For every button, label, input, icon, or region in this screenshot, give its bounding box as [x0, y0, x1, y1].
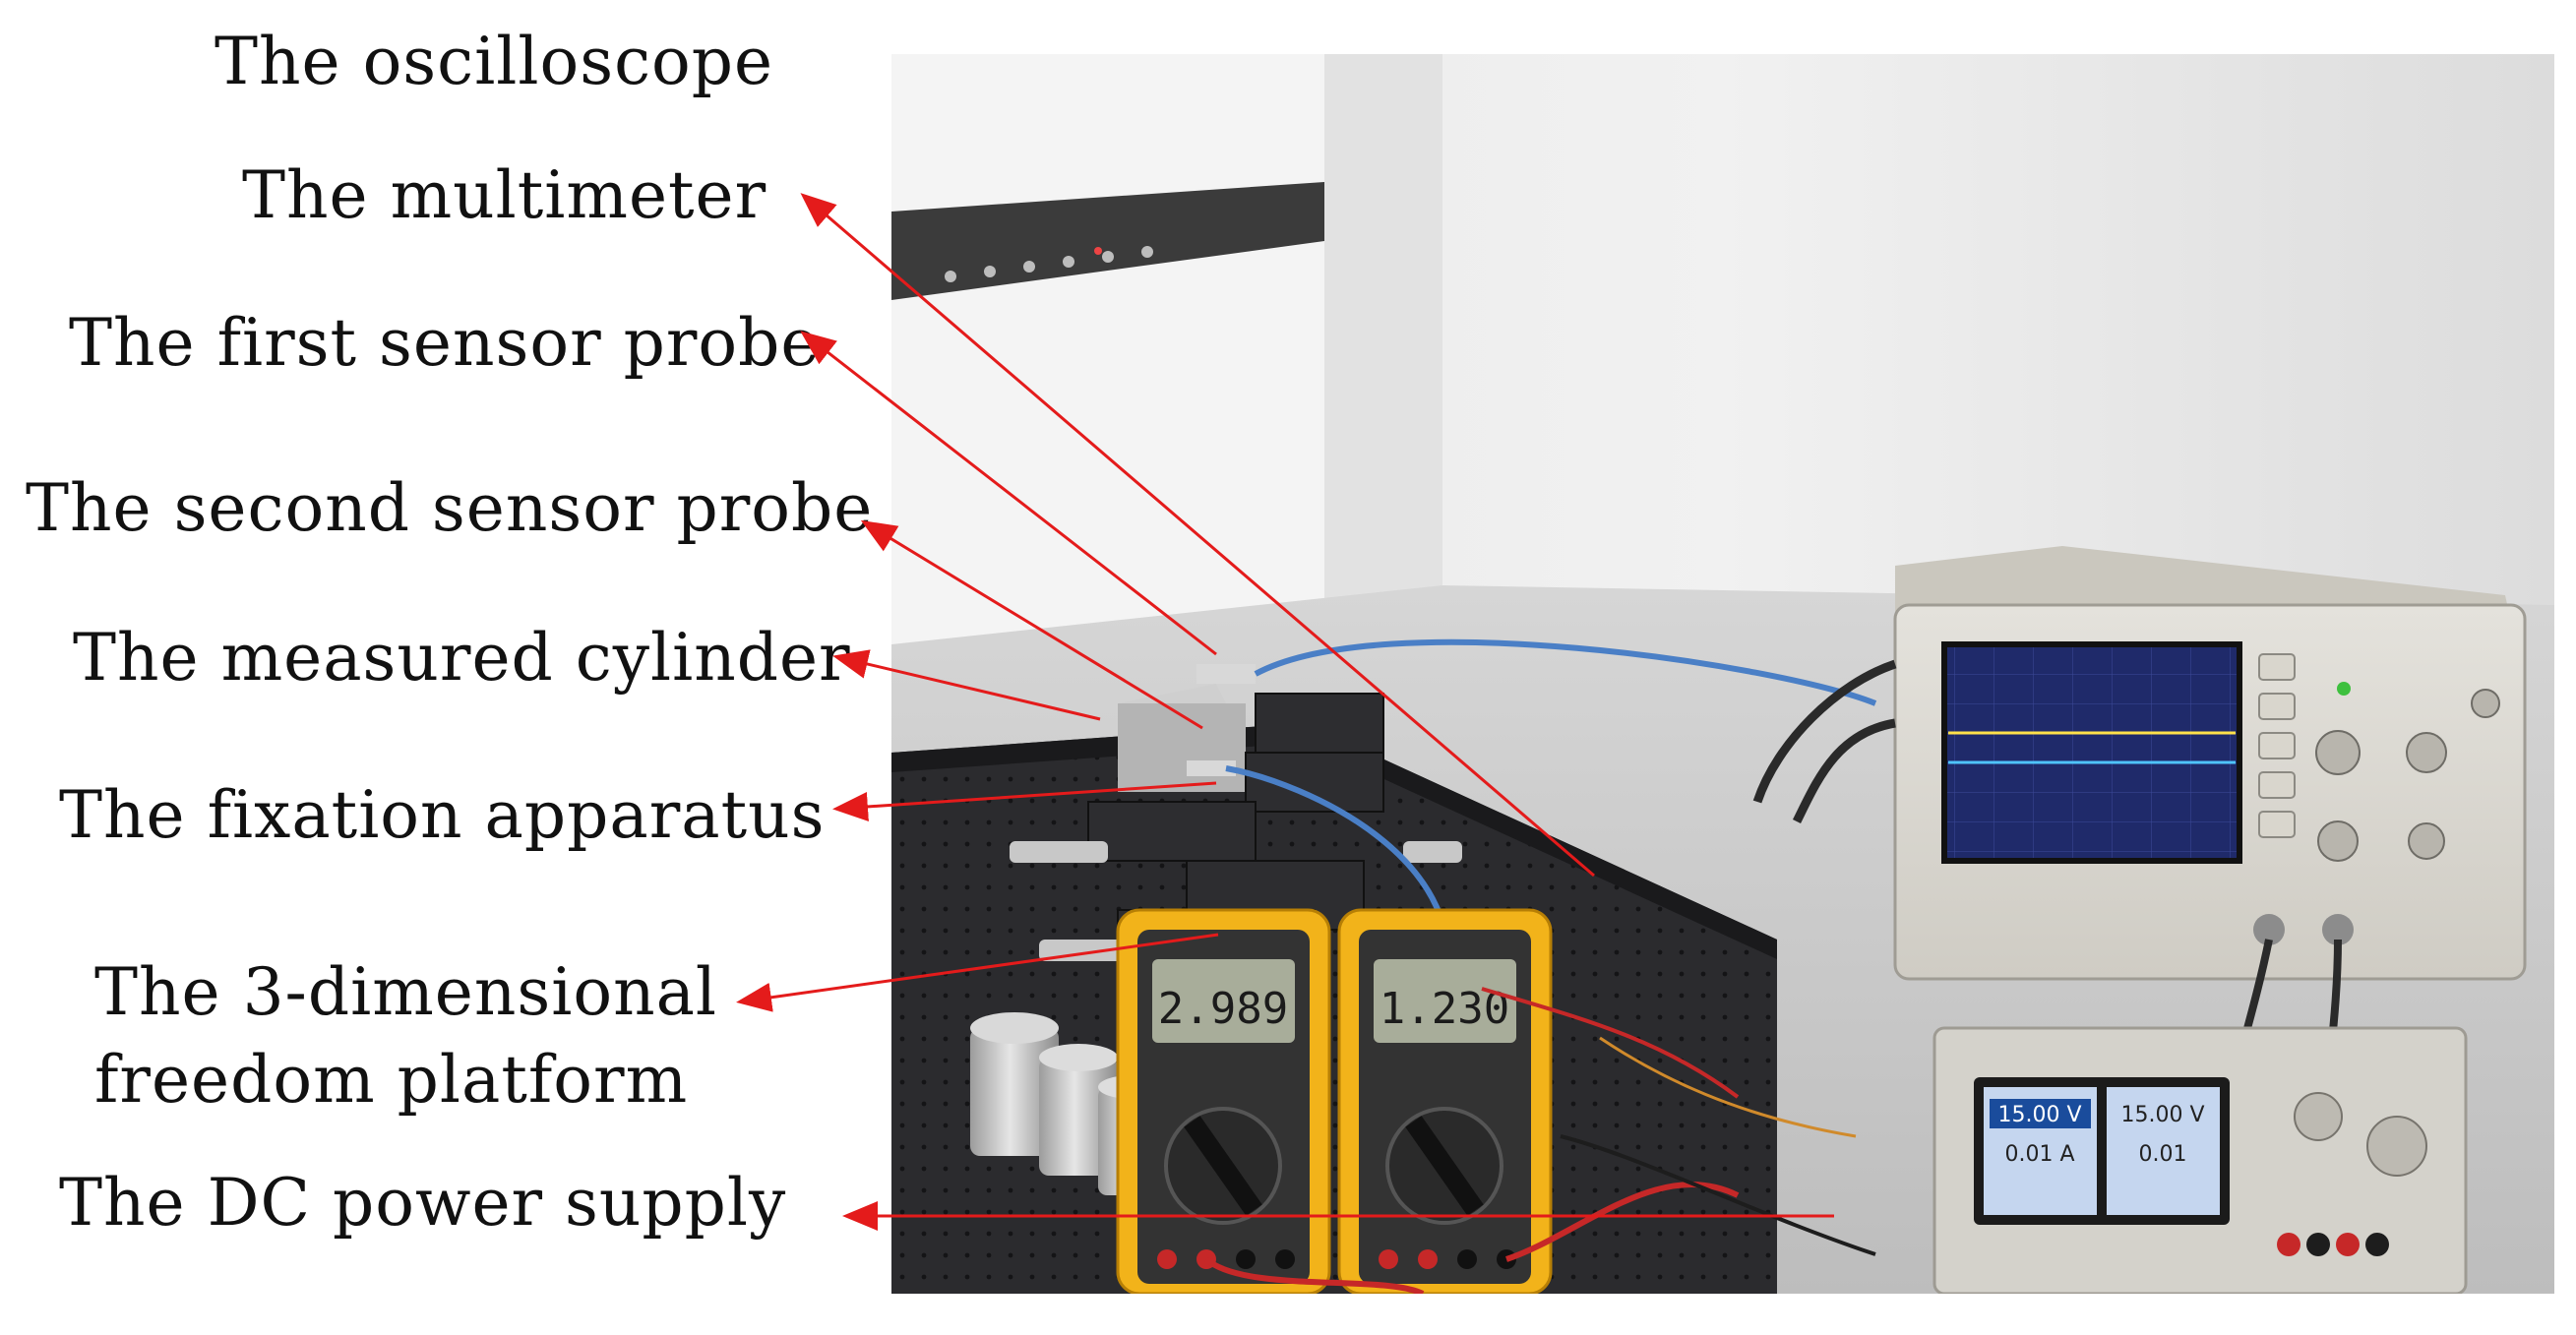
- multimeter-left: 2.989: [1116, 908, 1331, 1294]
- label-second-probe: The second sensor probe: [26, 470, 874, 546]
- psu-right-current: 0.01: [2139, 1142, 2187, 1167]
- label-fixation-apparatus: The fixation apparatus: [59, 777, 826, 853]
- label-platform: The 3-dimensional freedom platform: [94, 948, 717, 1123]
- label-first-probe: The first sensor probe: [69, 305, 821, 381]
- psu-left-current: 0.01 A: [2004, 1142, 2074, 1167]
- label-multimeter: The multimeter: [242, 157, 767, 233]
- psu-right-voltage: 15.00 V: [2120, 1103, 2204, 1127]
- multimeter-left-reading: 2.989: [1158, 984, 1288, 1034]
- label-measured-cylinder: The measured cylinder: [73, 620, 851, 696]
- psu-left-voltage: 15.00 V: [1997, 1103, 2081, 1127]
- label-oscilloscope: The oscilloscope: [215, 24, 774, 99]
- label-dc-power-supply: The DC power supply: [59, 1165, 787, 1241]
- lab-photo: 15.00 V 0.01 A 15.00 V 0.01 2.989 1.230: [891, 54, 2554, 1294]
- multimeter-right: 1.230: [1337, 908, 1553, 1294]
- label-platform-line2: freedom platform: [94, 1042, 689, 1119]
- label-platform-line1: The 3-dimensional: [94, 954, 718, 1030]
